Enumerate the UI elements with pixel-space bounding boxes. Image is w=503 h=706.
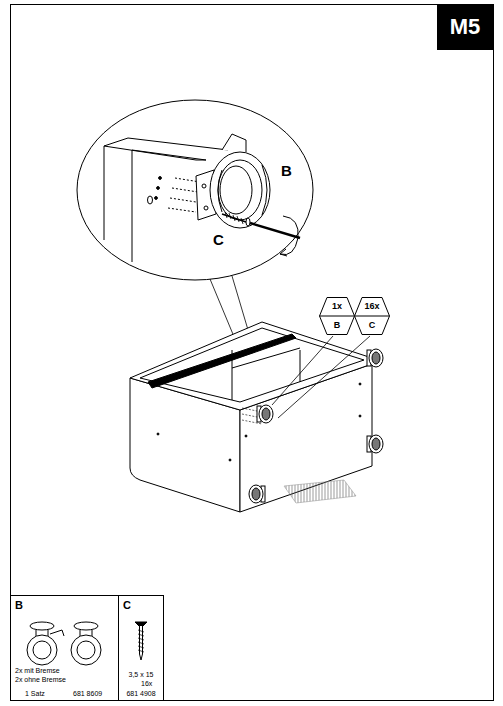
part-letter: B <box>15 599 23 611</box>
quantity-callout: 16xC <box>354 297 390 335</box>
quantity: 16x <box>364 302 379 312</box>
part-note: 16x <box>141 680 152 688</box>
page-number: M5 <box>450 15 481 39</box>
part-note: 1 Satz <box>25 690 45 698</box>
parts-cell: B 2x mit Bremse2x ohne Bremse 1 Satz 681 86… <box>11 596 118 700</box>
page-number-box: M5 <box>437 5 493 50</box>
quantity-callout: 1xB <box>319 297 355 335</box>
quantity: 1x <box>332 302 342 312</box>
part-note: 681 4908 <box>126 690 155 698</box>
part-note: 681 8609 <box>73 690 102 698</box>
part-letter: C <box>212 232 225 247</box>
part-note: 2x ohne Bremse <box>15 676 66 684</box>
part-letter: C <box>369 321 376 331</box>
part-letter: C <box>123 599 131 611</box>
part-note: 2x mit Bremse <box>15 667 60 675</box>
part-letter: B <box>280 163 293 178</box>
part-letter: B <box>334 321 341 331</box>
parts-cell: C 3,5 x 1516x 681 4908 <box>119 596 163 700</box>
part-note: 3,5 x 15 <box>129 671 154 679</box>
